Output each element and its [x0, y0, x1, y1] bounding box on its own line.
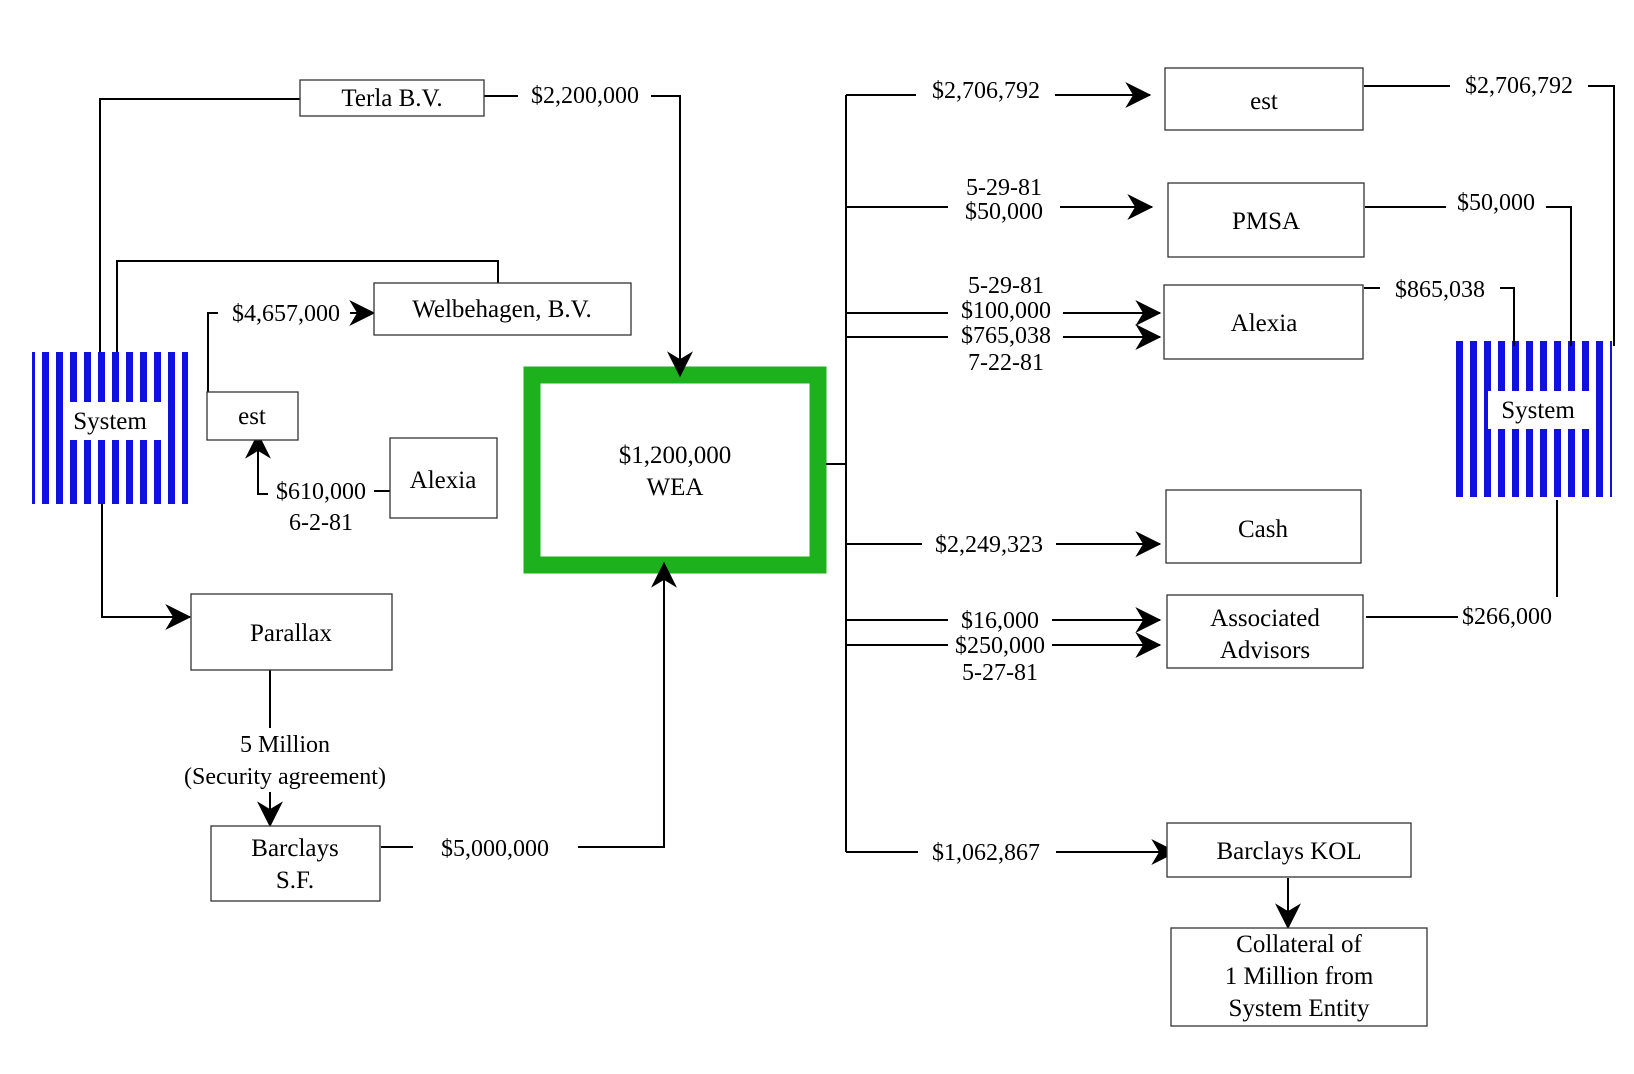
center-amount: $1,200,000 [619, 442, 732, 469]
terla-box: Terla B.V. [299, 79, 485, 117]
line-pmsa-out-b [1546, 206, 1572, 346]
system-left: System [32, 352, 188, 504]
cash-in-amount-label: $2,249,323 [935, 532, 1043, 558]
arrow-barclays-wea [578, 561, 677, 848]
associated-advisors-box: Associated Advisors [1166, 594, 1364, 669]
alexia-in-date1-label: 5-29-81 [968, 273, 1044, 299]
pmsa-label: PMSA [1232, 208, 1300, 235]
cash-label: Cash [1238, 516, 1289, 543]
parallax-barclays-label-1: 5 Million [240, 732, 330, 758]
parallax-box: Parallax [190, 593, 393, 671]
alexia-right-box: Alexia [1163, 284, 1364, 360]
barclays-kol-box: Barclays KOL [1166, 822, 1412, 878]
alexia-in-amount2-label: $765,038 [961, 323, 1051, 349]
alexia-out-amount-label: $865,038 [1395, 277, 1485, 303]
est-in-amount-label: $2,706,792 [932, 78, 1040, 104]
system-right: System [1456, 341, 1612, 497]
system-left-label: System [73, 408, 147, 435]
alexia-in-amount1-label: $100,000 [961, 298, 1051, 324]
kol-in-amount-label: $1,062,867 [932, 840, 1040, 866]
parallax-barclays-label-2: (Security agreement) [184, 764, 386, 790]
parallax-label: Parallax [250, 620, 332, 647]
line-system-welbehagen [116, 260, 499, 352]
arrow-alexia-est [245, 432, 271, 495]
line-est-out-b [1588, 85, 1615, 346]
est-right-box: est [1164, 67, 1364, 131]
est-left-label: est [238, 403, 266, 430]
alexia-left-label: Alexia [410, 467, 477, 494]
pmsa-out-amount-label: $50,000 [1457, 190, 1535, 216]
associated-advisors-label-line1: Associated [1210, 605, 1320, 632]
est-right-label: est [1250, 88, 1278, 115]
pmsa-in-date-label: 5-29-81 [966, 175, 1042, 201]
advisors-in-date-label: 5-27-81 [962, 660, 1038, 686]
pmsa-box: PMSA [1167, 182, 1365, 258]
line-system-terla [99, 98, 300, 352]
alexia-in-date2-label: 7-22-81 [968, 350, 1044, 376]
alexia-right-label: Alexia [1231, 310, 1298, 337]
collateral-box: Collateral of 1 Million from System Enti… [1170, 927, 1428, 1027]
advisors-in-amount1-label: $16,000 [961, 608, 1039, 634]
collateral-label-line2: 1 Million from [1225, 963, 1374, 990]
cash-box: Cash [1165, 489, 1362, 564]
associated-advisors-label-line2: Advisors [1220, 637, 1310, 664]
barclays-kol-label: Barclays KOL [1216, 838, 1361, 865]
line-est-welbehagen-left [207, 312, 218, 392]
collateral-label-line3: System Entity [1229, 995, 1370, 1022]
alexia-est-date-label: 6-2-81 [289, 510, 353, 536]
arrow-system-parallax [101, 504, 192, 630]
barclays-wea-amount-label: $5,000,000 [441, 836, 549, 862]
collateral-label-line1: Collateral of [1236, 931, 1362, 958]
welbehagen-amount-label: $4,657,000 [232, 301, 340, 327]
alexia-left-box: Alexia [389, 437, 498, 519]
est-out-amount-label: $2,706,792 [1465, 73, 1573, 99]
center-name: WEA [647, 474, 704, 501]
welbehagen-label: Welbehagen, B.V. [412, 296, 591, 323]
pmsa-in-amount-label: $50,000 [965, 199, 1043, 225]
line-alexia-out [1500, 287, 1515, 346]
terla-amount-label: $2,200,000 [531, 83, 639, 109]
advisors-out-amount-label: $266,000 [1462, 604, 1552, 630]
alexia-est-amount-label: $610,000 [276, 479, 366, 505]
system-right-label: System [1501, 397, 1575, 424]
est-left-box: est [206, 391, 299, 441]
barclays-sf-box: Barclays S.F. [210, 825, 381, 902]
welbehagen-box: Welbehagen, B.V. [373, 282, 632, 336]
barclays-sf-label-line2: S.F. [276, 867, 314, 894]
center-wea-box: $1,200,000 WEA [523, 366, 827, 574]
terla-label: Terla B.V. [341, 85, 442, 112]
advisors-in-amount2-label: $250,000 [955, 633, 1045, 659]
arrow-terla-wea [651, 95, 693, 378]
barclays-sf-label-line1: Barclays [251, 835, 338, 862]
